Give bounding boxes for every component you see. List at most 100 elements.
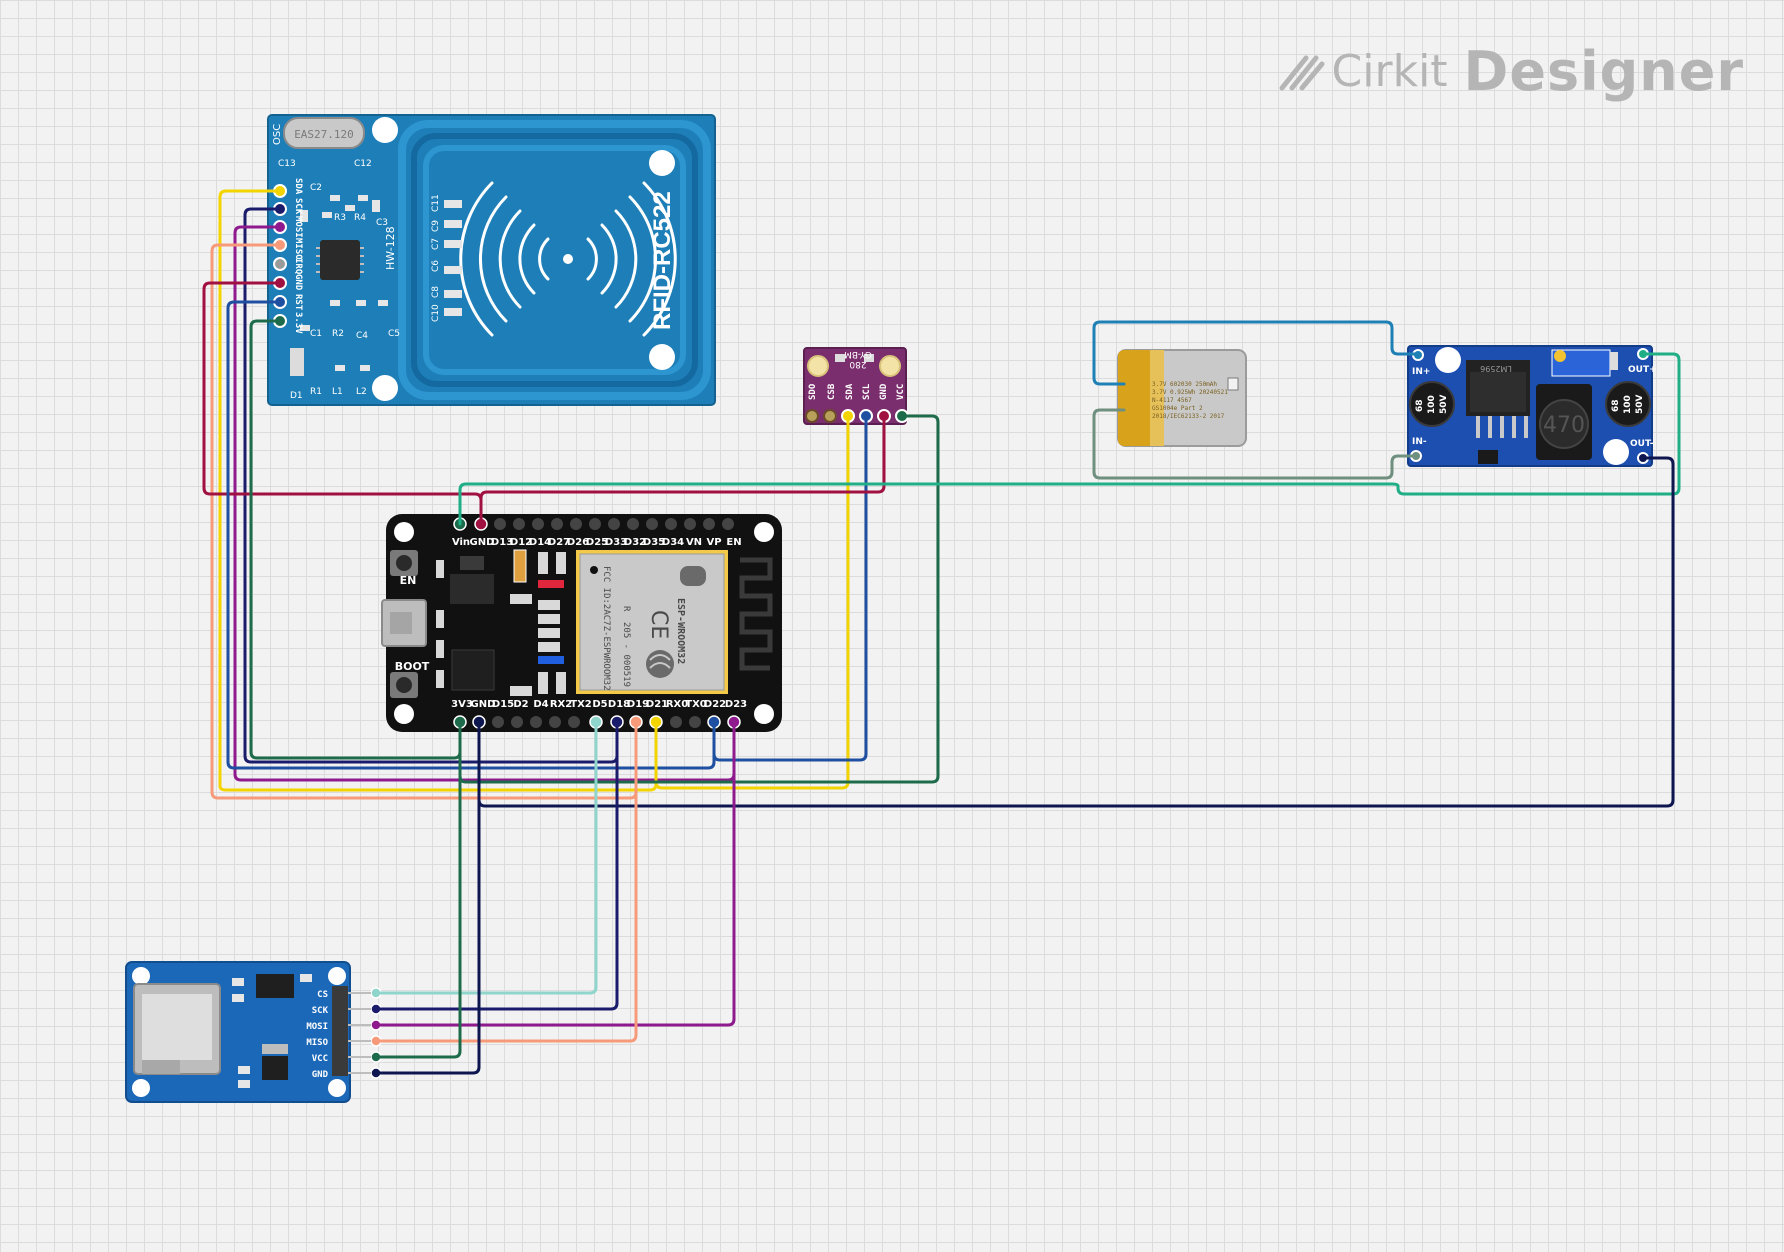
esp32-bottom-label-tx0: TX0 (685, 699, 707, 710)
rfid-label-c5: C5 (388, 329, 400, 339)
esp32-module-name: ESP-WROOM32 (675, 598, 686, 664)
wire-bmp-scl[interactable] (712, 414, 868, 762)
battery-label-line-3: N-4117 4567 (1152, 397, 1192, 404)
buck-in-plus-label: IN+ (1412, 367, 1430, 377)
rfid-label-c8: C8 (431, 286, 441, 298)
bmp280-pin-label-sda: SDA (845, 383, 855, 400)
rfid-label-c12: C12 (354, 159, 372, 169)
esp32-top-label-vp: VP (706, 537, 721, 548)
rfid-pin-label-sda: SDA (293, 178, 303, 195)
buck-cap2-label-2: 100 (1623, 395, 1633, 414)
rfid-label-c11: C11 (431, 194, 441, 212)
esp32-top-label-d35: D35 (643, 537, 665, 548)
espressif-logo-icon (646, 650, 674, 678)
rfid-label-c1: C1 (310, 329, 322, 339)
rfid-label-r4: R4 (354, 213, 366, 223)
esp32-bottom-label-d5: D5 (592, 699, 607, 710)
buck-out-minus-label: OUT- (1630, 439, 1654, 449)
rfid-label-c13: C13 (278, 159, 296, 169)
wire-sd-vcc[interactable] (374, 720, 462, 1059)
micro-sd-card-module[interactable]: CS SCK MOSI MISO VCC GND (125, 961, 382, 1103)
wire-sd-gnd[interactable] (374, 720, 481, 1075)
bmp280-pin-label-csb: CSB (827, 383, 837, 400)
esp32-bottom-label-3v3: 3V3 (451, 699, 473, 710)
buck-out-plus-label: OUT+ (1628, 365, 1657, 375)
bmp280-title: GY-BM (844, 349, 872, 359)
wire-sd-miso[interactable] (374, 720, 638, 1043)
rfid-title: RFID-RC522 (649, 191, 676, 330)
rfid-label-c9: C9 (431, 220, 441, 232)
wire-bmp-sda[interactable] (654, 414, 850, 790)
wire-battery-positive[interactable] (1092, 320, 1420, 386)
bmp280-pin-label-sdo: SDO (808, 383, 818, 400)
rfid-label-r1: R1 (310, 387, 322, 397)
wifi-logo-icon (680, 566, 706, 586)
esp32-top-label-d12: D12 (510, 537, 532, 548)
esp32-fcc-label: FCC ID:2AC7Z-ESPWROOM32 (601, 566, 611, 691)
rfid-label-c7: C7 (431, 238, 441, 250)
buck-cap2-label-1: 68 (1611, 399, 1621, 412)
rfid-pin-label-mosi: MOSI (293, 216, 303, 238)
esp32-top-label-gnd: GND (470, 537, 495, 548)
battery-label-line-2: 3.7V 0.925Wh 20240521 (1152, 389, 1228, 396)
bmp280-pin-sdo[interactable] (805, 409, 819, 423)
esp32-top-label-d26: D26 (567, 537, 589, 548)
esp32-top-label-vin: Vin (452, 537, 470, 548)
esp32-bottom-label-d2: D2 (513, 699, 528, 710)
esp32-bottom-label-rx2: RX2 (550, 699, 572, 710)
rfid-label-l2: L2 (356, 387, 367, 397)
esp32-bottom-label-d15: D15 (492, 699, 514, 710)
wire-sd-cs[interactable] (374, 720, 598, 995)
wire-rfid-sda[interactable] (218, 189, 658, 792)
wire-buck-out-positive[interactable] (458, 352, 1681, 526)
esp32-top-header[interactable] (453, 517, 734, 531)
brand-name: Cirkit (1331, 46, 1448, 97)
rfid-label-c3: C3 (376, 218, 388, 228)
rfid-pin-label-sck: SCK (293, 198, 303, 215)
cirkit-logo-icon (1279, 55, 1325, 90)
rfid-label-r2: R2 (332, 329, 344, 339)
buck-cap1-label-3: 50V (1439, 394, 1449, 414)
buck-cap2-label-3: 50V (1635, 394, 1645, 414)
cirkit-designer-logo: Cirkit Designer (1276, 40, 1744, 103)
wire-rfid-rst[interactable] (226, 300, 716, 770)
sd-pin-label-sck: SCK (312, 1006, 329, 1016)
rfid-label-r3: R3 (334, 213, 346, 223)
rfid-label-c6: C6 (431, 260, 441, 272)
wire-bmp-gnd[interactable] (479, 414, 886, 526)
wire-sd-sck[interactable] (374, 720, 619, 1011)
esp32-bottom-label-rx0: RX0 (666, 699, 688, 710)
wire-battery-negative[interactable] (1092, 408, 1418, 480)
rfid-label-c10: C10 (431, 304, 441, 322)
esp32-bottom-label-d4: D4 (533, 699, 548, 710)
brand-product: Designer (1463, 40, 1744, 103)
rfid-pin-label-gnd: GND (293, 274, 303, 291)
rfid-pin-label-miso: MISO (293, 238, 303, 260)
esp32-top-label-d27: D27 (548, 537, 570, 548)
bmp280-pin-csb[interactable] (823, 409, 837, 423)
rfid-pin-label-irq: IRQ (293, 258, 303, 275)
rfid-pin-label-rst: RST (293, 294, 303, 311)
sd-pin-label-vcc: VCC (312, 1054, 328, 1064)
esp32-cert-r: R (621, 606, 631, 612)
esp32-ce-mark: CE (646, 610, 671, 639)
lipo-battery[interactable]: 3.7V 602030 250mAh 3.7V 0.925Wh 20240521… (1117, 349, 1247, 447)
esp32-top-label-vn: VN (686, 537, 702, 548)
esp32-devkit-board[interactable]: Vin GND D13 D12 D14 D27 D26 D25 D33 D32 … (381, 514, 782, 732)
rfid-pin-irq[interactable] (273, 257, 287, 271)
rfid-pin-label-3v3: 3.3V (293, 312, 303, 334)
esp32-top-label-d13: D13 (491, 537, 513, 548)
bmp280-sensor-module[interactable]: GY-BM 280 SDO CSB SDA SCL GND VCC (803, 347, 909, 425)
bmp280-pin-label-vcc: VCC (896, 384, 906, 400)
esp32-top-label-d32: D32 (624, 537, 646, 548)
lm2596-buck-converter[interactable]: LM2596 470 68 100 50V 68 100 50V IN+ IN-… (1407, 345, 1657, 467)
wire-sd-mosi[interactable] (374, 720, 736, 1027)
battery-label-line-1: 3.7V 602030 250mAh (1152, 381, 1217, 388)
rfid-osc-label: OSC (272, 124, 283, 145)
esp32-top-label-d33: D33 (605, 537, 627, 548)
esp32-bottom-label-d19: D19 (627, 699, 649, 710)
rfid-rc522-module[interactable]: RFID-RC522 EAS27.120 OSC HW-128 C13 C1 (267, 114, 716, 406)
buck-in-minus-label: IN- (1412, 437, 1427, 447)
esp32-bottom-label-gnd: GND (471, 699, 496, 710)
